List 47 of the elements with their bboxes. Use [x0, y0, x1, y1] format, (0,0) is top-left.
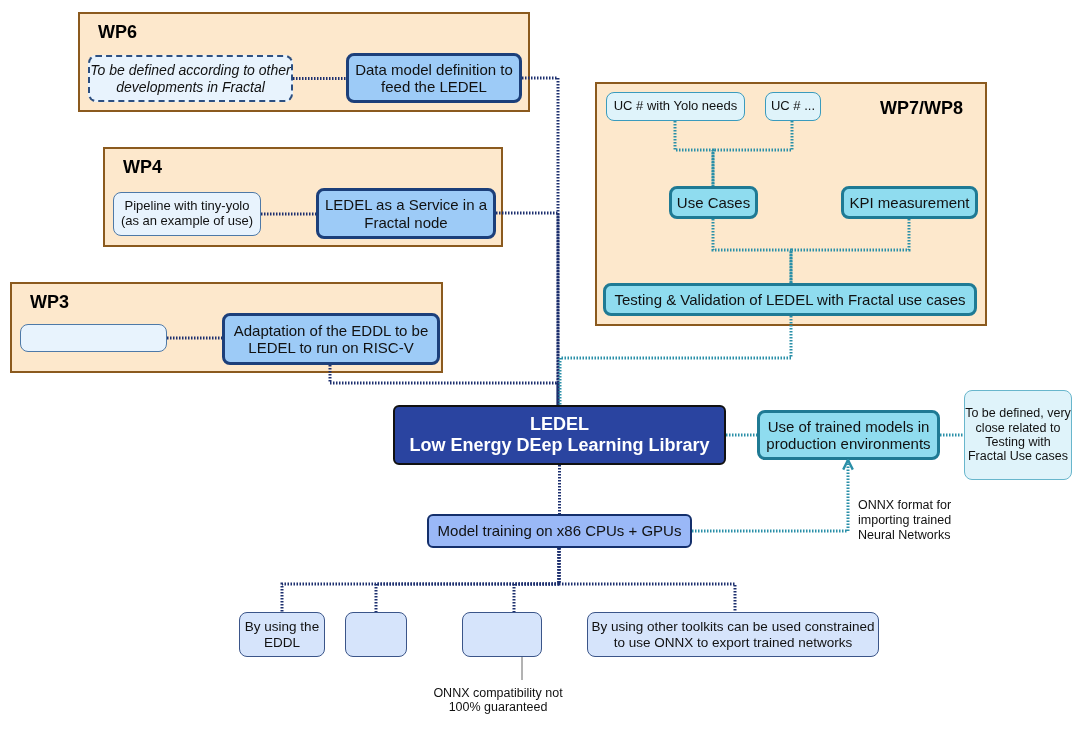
leader-line — [521, 656, 523, 681]
connector-line — [261, 212, 316, 216]
connector-line — [293, 77, 346, 80]
work-package-title: WP7/WP8 — [880, 98, 963, 119]
task-box: Data model definition to feed the LEDEL — [346, 53, 522, 103]
task-box: Use of trained models in production environments — [757, 410, 940, 460]
work-package-panel — [103, 147, 503, 247]
work-package-title: WP6 — [98, 22, 137, 43]
connector-line — [940, 433, 964, 437]
library-title: LEDEL — [530, 414, 589, 435]
connector-line — [726, 433, 757, 437]
connector-line — [673, 121, 715, 186]
note-box: To be defined, very close related to Testing with Fractal Use cases — [964, 390, 1072, 480]
edge-label: ONNX format for importing trained Neural Networks — [858, 498, 953, 543]
connector-line — [328, 365, 560, 405]
task-box: Adaptation of the EDDL to be LEDEL to run on RISC-V — [222, 313, 440, 365]
arrow — [692, 458, 854, 533]
work-package-panel — [78, 12, 530, 112]
training-box: Model training on x86 CPUs + GPUs — [427, 514, 692, 548]
work-package-panel — [595, 82, 987, 326]
use-case-box: UC # with Yolo needs — [606, 92, 745, 121]
option-box: By using the EDDL — [239, 612, 325, 657]
empty-box — [462, 612, 542, 657]
task-box: LEDEL as a Service in a Fractal node — [316, 188, 496, 239]
connector-line — [167, 336, 222, 340]
library-subtitle: Low Energy DEep Learning Library — [409, 435, 710, 456]
note-box: To be defined according to other developments in Fractal — [88, 55, 293, 102]
use-case-box: UC # ... — [765, 92, 821, 121]
annotation-text: ONNX compatibility not 100% guaranteed — [432, 685, 564, 715]
connector-line — [496, 211, 560, 405]
empty-box — [20, 324, 167, 352]
connector-line — [711, 219, 793, 283]
task-box: Testing & Validation of LEDEL with Fractal use cases — [603, 283, 977, 316]
connector-line — [711, 121, 794, 186]
connector-line — [558, 465, 561, 514]
connector-line — [557, 548, 737, 612]
work-package-title: WP4 — [123, 157, 162, 178]
connector-line — [789, 219, 911, 283]
empty-box — [345, 612, 407, 657]
task-box: Use Cases — [669, 186, 758, 219]
work-package-panel — [10, 282, 443, 373]
detail-box: Pipeline with tiny-yolo (as an example of use) — [113, 192, 261, 236]
library-box — [393, 405, 726, 465]
task-box: KPI measurement — [841, 186, 978, 219]
connector-line — [558, 316, 793, 405]
option-box: By using other toolkits can be used constrained to use ONNX to export trained networks — [587, 612, 879, 657]
work-package-title: WP3 — [30, 292, 69, 313]
